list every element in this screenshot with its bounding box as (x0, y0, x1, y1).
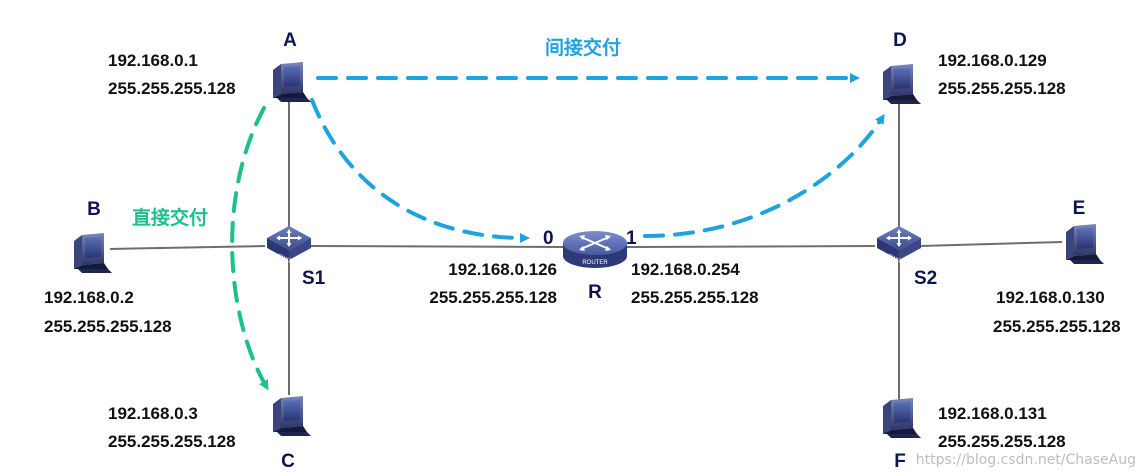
indirect-arrow-router-to-d (643, 113, 885, 238)
node-e-ip: 192.168.0.130 (996, 288, 1105, 307)
switch-s1-icon: SWITCH (266, 225, 312, 269)
node-d-ip: 192.168.0.129 (938, 51, 1047, 70)
indirect-delivery-label: 间接交付 (545, 37, 622, 59)
router-r-icon: ROUTER (563, 231, 627, 268)
indirect-arrow-to-router (310, 98, 530, 243)
router-port-0-mask: 255.255.255.128 (429, 288, 557, 307)
node-b-mask: 255.255.255.128 (44, 317, 172, 336)
link-s1-r (310, 245, 566, 248)
node-a-ip: 192.168.0.1 (108, 51, 198, 70)
node-label-f: F (894, 451, 906, 472)
switch-label-s1: S1 (302, 268, 326, 289)
switch-label-s2: S2 (914, 268, 938, 289)
direct-arrow (230, 106, 269, 391)
node-a-mask: 255.255.255.128 (108, 79, 236, 98)
watermark: https://blog.csdn.net/ChaseAug (915, 452, 1136, 468)
node-e-mask: 255.255.255.128 (993, 317, 1121, 336)
computer-e-icon (1066, 224, 1104, 264)
computer-a-icon (273, 62, 311, 102)
node-label-e: E (1072, 198, 1086, 219)
router-badge: ROUTER (582, 260, 608, 266)
router-port-1-label: 1 (626, 228, 637, 249)
link-s2-e (920, 241, 1063, 247)
computer-f-icon (883, 398, 921, 438)
router-port-1-mask: 255.255.255.128 (631, 288, 759, 307)
link-r-s2 (624, 245, 876, 248)
direct-delivery-label: 直接交付 (132, 207, 209, 229)
link-b-s1 (109, 245, 266, 250)
node-label-d: D (893, 30, 907, 51)
router-port-0-ip: 192.168.0.126 (448, 260, 557, 279)
computer-c-icon (273, 396, 311, 436)
node-c-mask: 255.255.255.128 (108, 432, 236, 451)
node-d-mask: 255.255.255.128 (938, 79, 1066, 98)
node-label-a: A (283, 30, 297, 51)
node-b-ip: 192.168.0.2 (44, 288, 134, 307)
switch-s2-icon: SWITCH (876, 225, 922, 269)
router-label: R (588, 282, 602, 303)
node-c-ip: 192.168.0.3 (108, 404, 198, 423)
router-port-1-ip: 192.168.0.254 (631, 260, 740, 279)
node-label-b: B (87, 199, 101, 220)
node-f-ip: 192.168.0.131 (938, 404, 1047, 423)
node-f-mask: 255.255.255.128 (938, 432, 1066, 451)
computer-b-icon (74, 233, 112, 273)
computer-d-icon (883, 64, 921, 104)
node-label-c: C (281, 451, 295, 472)
router-port-0-label: 0 (543, 228, 554, 249)
